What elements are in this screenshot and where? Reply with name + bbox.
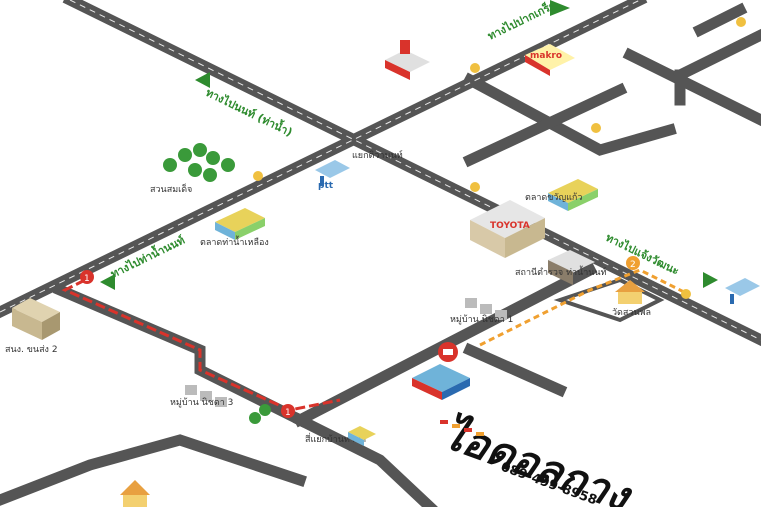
arrow-icon <box>703 272 718 288</box>
temple-bottom-icon <box>120 480 150 507</box>
road-far-right <box>622 47 761 127</box>
arrow-icon <box>195 72 210 88</box>
road-south <box>292 412 438 507</box>
svg-text:1: 1 <box>84 274 90 284</box>
direction-arrows <box>100 0 718 290</box>
road-bottom-left <box>0 434 307 506</box>
arrow-icon <box>100 274 115 290</box>
cars-icon <box>440 420 484 436</box>
road-mid-right <box>462 82 628 168</box>
arrow-icon <box>550 0 570 16</box>
road-top-right <box>692 2 748 38</box>
road-inner-south <box>462 342 568 398</box>
market2-icon <box>548 179 598 211</box>
direction-label-pakred: ทางไปปากเกร็ด <box>485 0 558 43</box>
school-building <box>12 298 60 340</box>
shop-icon <box>385 40 430 80</box>
trees-south <box>249 404 271 424</box>
market2-label: ตลาดขวัญแก้ว <box>525 192 582 203</box>
village1-icon <box>465 298 507 320</box>
park-trees <box>163 143 235 182</box>
police-station <box>548 250 595 285</box>
temple-label: วัดสวนพล <box>612 308 651 318</box>
marker-orange-2[interactable]: 2 <box>626 256 640 270</box>
school-label: สนง. ขนส่ง 2 <box>5 345 58 355</box>
makro-label: makro <box>530 51 562 61</box>
ptt-station <box>315 160 350 186</box>
route-line-orange <box>479 268 691 347</box>
svg-text:1: 1 <box>285 408 291 418</box>
destination-building <box>412 364 470 400</box>
brand-logo-text: ไอดอลกาง <box>437 408 639 507</box>
makro-building <box>525 44 575 76</box>
svg-text:2: 2 <box>630 260 636 270</box>
village2-label: หมู่บ้าน นิชดา 3 <box>170 397 233 408</box>
ptt-label: ptt <box>318 181 334 191</box>
toyota-label: TOYOTA <box>490 221 530 231</box>
village2-icon <box>185 385 227 407</box>
road-sign-icon <box>253 17 746 299</box>
toyota-building <box>470 200 545 258</box>
market1-icon <box>215 208 265 240</box>
marker-red-1[interactable]: 1 <box>80 270 94 284</box>
marker-red-2[interactable]: 1 <box>281 404 295 418</box>
market-south-icon <box>348 426 376 446</box>
road-right-edge <box>672 28 761 83</box>
route-line <box>61 278 341 412</box>
destination-pin-icon[interactable] <box>438 342 458 362</box>
market1-label: ตลาดท่าน้ำเหลือง <box>200 235 269 248</box>
road-upper-right <box>462 72 677 156</box>
ptt-station-east <box>725 278 760 304</box>
park-label: สวนสมเด็จ <box>150 182 192 195</box>
temple-icon <box>615 280 645 304</box>
police-label: สถานีตำรวจ ท่าน้ำนนท์ <box>515 265 607 278</box>
junction-top-label: แยกติวานนท์ <box>352 149 403 161</box>
village1-label: หมู่บ้าน นิชดา 1 <box>450 314 513 325</box>
